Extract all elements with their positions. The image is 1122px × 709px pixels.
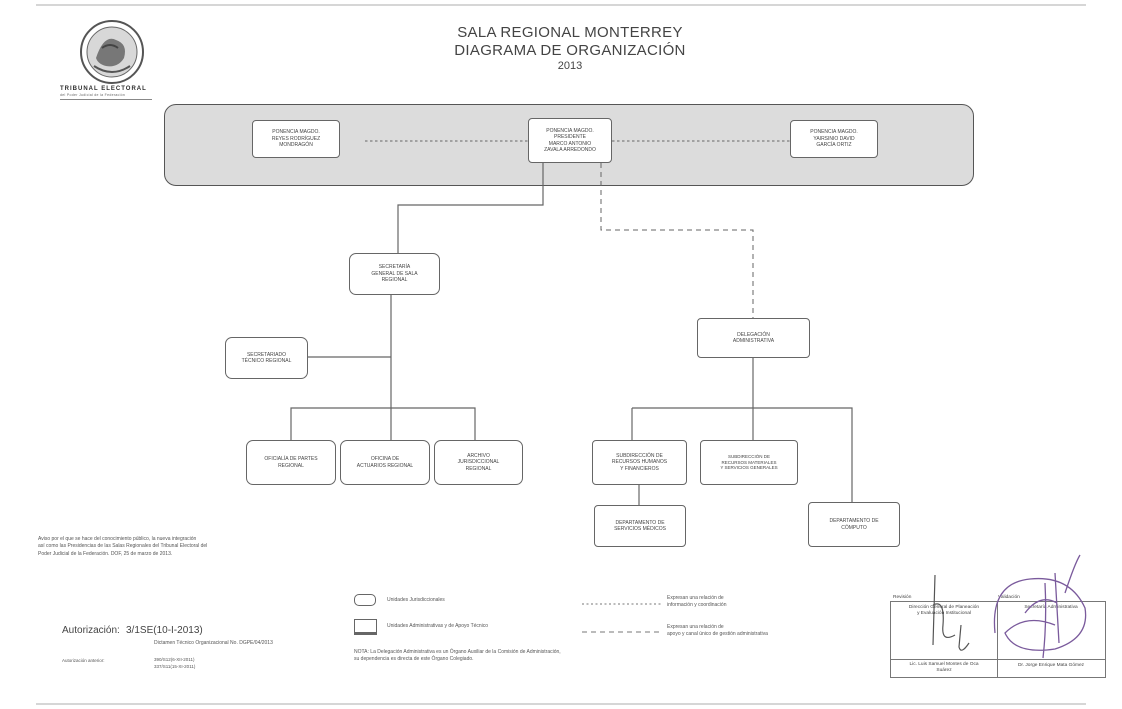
- previous-authorization-label: Autorización anterior:: [62, 658, 105, 663]
- authorization-value: 3/1SE(10-I-2013): [126, 625, 203, 636]
- revision-row-divider: [891, 659, 1105, 660]
- oficialia-partes-box: OFICIALÍA DE PARTES REGIONAL: [246, 440, 336, 485]
- validation-label: Validación: [998, 595, 1020, 600]
- dashed-relation-delegacion: [600, 163, 754, 318]
- secretaria-general-box: SECRETARÍA GENERAL DE SALA REGIONAL: [349, 253, 440, 295]
- page-top-edge: [36, 4, 1086, 6]
- logo-subtext: del Poder Judicial de la Federación: [60, 93, 126, 97]
- legend-note: NOTA: La Delegación Administrativa es un…: [354, 649, 561, 662]
- title-line-1: SALA REGIONAL MONTERREY: [457, 24, 683, 41]
- logo-text: TRIBUNAL ELECTORAL: [60, 86, 147, 92]
- revision-validation-table: Dirección General de Planeación y Evalua…: [890, 601, 1106, 678]
- previous-authorization-values: 390/S12(6-XII-2011) 337/S11(15-XI-2011): [154, 657, 196, 670]
- validation-name: Dr. Jorge Enrique Mata Gómez: [1017, 663, 1085, 668]
- legend-jurisdiccional-label: Unidades Jurisdiccionales: [387, 597, 445, 603]
- validation-unit: Secretaría Administrativa: [1024, 605, 1078, 610]
- revision-name: Lic. Luis Samuel Montes de Oca Suárez: [909, 662, 979, 674]
- authorization-dictamen: Dictamen Técnico Organizacional No. DGPE…: [154, 640, 273, 646]
- ponencia-left-box: PONENCIA MAGDO. REYES RODRÍGUEZ MONDRAGÓ…: [252, 120, 340, 158]
- subdir-rm-box: SUBDIRECCIÓN DE RECURSOS MATERIALES Y SE…: [700, 440, 798, 485]
- archivo-box: ARCHIVO JURISDICCIONAL REGIONAL: [434, 440, 523, 485]
- connector-oficialia: [290, 370, 392, 440]
- revision-column-divider: [997, 602, 998, 677]
- title-line-2: DIAGRAMA DE ORGANIZACIÓN: [454, 42, 686, 59]
- legend-administrativa-shape: [354, 619, 377, 635]
- tribunal-seal-icon: [80, 20, 144, 84]
- subdir-rrhh-box: SUBDIRECCIÓN DE RECURSOS HUMANOS Y FINAN…: [592, 440, 687, 485]
- oficina-actuarios-box: OFICINA DE ACTUARIOS REGIONAL: [340, 440, 430, 485]
- legend-jurisdiccional-shape: [354, 594, 376, 606]
- validation-signature: [993, 554, 1087, 659]
- connector-presidente-secretaria: [397, 163, 544, 253]
- revision-label: Revisión: [893, 595, 912, 600]
- ponencia-presidente-box: PONENCIA MAGDO. PRESIDENTE MARCO ANTONIO…: [528, 118, 612, 163]
- revision-signature: [932, 574, 970, 651]
- depto-medicos-box: DEPARTAMENTO DE SERVICIOS MÉDICOS: [594, 505, 686, 547]
- document-year: 2013: [557, 60, 583, 72]
- depto-computo-box: DEPARTAMENTO DE CÓMPUTO: [808, 502, 900, 547]
- delegacion-box: DELEGACIÓN ADMINISTRATIVA: [697, 318, 810, 358]
- dof-notice: Aviso por el que se hace del conocimient…: [38, 536, 208, 557]
- connector-delegacion-branch: [632, 407, 853, 502]
- page-bottom-edge: [36, 703, 1086, 705]
- legend-dotted-label: Expresan una relación de información y c…: [667, 595, 727, 608]
- ponencia-right-box: PONENCIA MAGDO. YAIRSINIO DAVID GARCÍA O…: [790, 120, 878, 158]
- legend-dashed-label: Expresan una relación de apoyo y canal ú…: [667, 624, 768, 637]
- legend-administrativa-label: Unidades Administrativas y de Apoyo Técn…: [387, 623, 489, 629]
- connector-archivo: [391, 407, 476, 440]
- secretariado-tecnico-box: SECRETARIADO TÉCNICO REGIONAL: [225, 337, 308, 379]
- authorization-label: Autorización:: [62, 625, 120, 636]
- revision-unit: Dirección General de Planeación y Evalua…: [908, 605, 980, 617]
- logo-rule: [60, 99, 152, 100]
